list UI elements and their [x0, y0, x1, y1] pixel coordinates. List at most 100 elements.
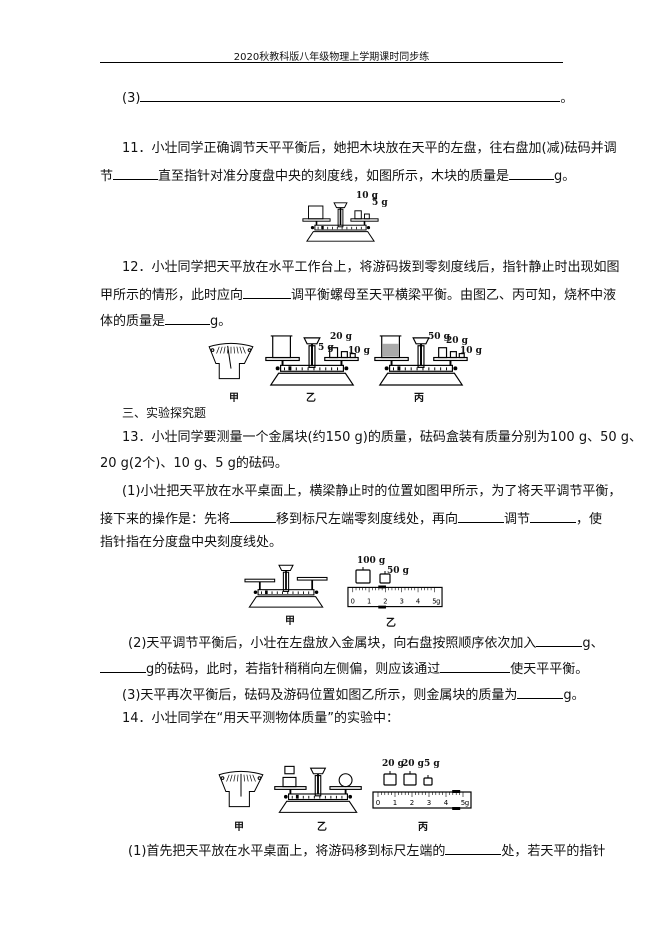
balance-base: [269, 372, 355, 386]
weight-label: 5 g: [424, 759, 440, 769]
text: g、: [582, 636, 604, 651]
q10-part3: (3)。: [122, 88, 573, 107]
q12-line1: 12．小壮同学把天平放在水平工作台上，将游码拨到零刻度线后，指针静止时出现如图: [122, 260, 620, 275]
pointer-head: [412, 337, 430, 345]
object: [338, 773, 353, 788]
q13-line1: 13．小壮同学要测量一个金属块(约150 g)的质量，砝码盒装有质量分别为100…: [122, 430, 643, 445]
balance-figure-q11: [302, 202, 379, 242]
answer-blank[interactable]: [536, 633, 583, 647]
answer-blank[interactable]: [165, 311, 211, 325]
dial-figure-q12: [208, 342, 254, 380]
q13-p1-line3: 指针指在分度盘中央刻度线处。: [100, 535, 283, 550]
weights-q14: [383, 771, 433, 786]
answer-blank[interactable]: [509, 166, 555, 180]
scale-unit: g: [465, 799, 469, 807]
scale-tick-label: 3: [400, 598, 404, 606]
figure-caption: 乙: [386, 618, 396, 629]
page-header: 2020秋教科版八年级物理上学期课时同步练: [233, 52, 430, 63]
figure-caption: 乙: [317, 822, 327, 833]
scale-tick-label: 2: [383, 598, 387, 606]
scale-tick-label: 0: [351, 598, 355, 606]
balance-figure-q12-c: [374, 335, 468, 386]
text: 体的质量是: [100, 314, 166, 329]
pointer-head: [303, 337, 321, 345]
answer-blank[interactable]: [140, 88, 561, 102]
text: 处，若天平的指针: [501, 844, 606, 859]
nut: [314, 590, 319, 595]
text: g的砝码，此时，若指针稍稍向左侧偏，则应该通过: [146, 662, 441, 677]
figure-caption: 丙: [414, 393, 424, 404]
weight: [329, 347, 339, 359]
balance-base: [248, 596, 324, 608]
answer-blank[interactable]: [100, 659, 146, 673]
scale-tick-label: 1: [367, 598, 371, 606]
text: 调平衡螺母至天平横梁平衡。由图乙、丙可知，烧杯中液: [291, 288, 617, 303]
rider: [378, 585, 386, 589]
q11-line1: 11．小壮同学正确调节天平平衡后，她把木块放在天平的左盘，往右盘加(减)砝码并调: [122, 141, 617, 156]
beaker: [270, 335, 293, 359]
answer-blank[interactable]: [530, 509, 577, 523]
left-pan: [244, 578, 276, 583]
scale-tick-label: 4: [444, 799, 449, 807]
text: 调节: [504, 512, 531, 527]
pointer: [227, 345, 232, 369]
pointer-head: [278, 564, 294, 571]
scale-bar: [347, 586, 443, 608]
answer-blank[interactable]: [113, 166, 159, 180]
text: 接下来的操作是：先将: [100, 512, 231, 527]
liquid: [382, 343, 399, 357]
answer-blank[interactable]: [517, 685, 564, 699]
weight-label: 10 g: [348, 346, 370, 356]
weight: [438, 347, 448, 359]
weight: [403, 773, 417, 786]
answer-blank[interactable]: [440, 659, 511, 673]
weight-label: 20 g: [402, 759, 424, 769]
weight: [383, 773, 397, 786]
answer-blank[interactable]: [458, 509, 505, 523]
scale-tick-label: 5: [432, 598, 436, 606]
scale-unit: g: [436, 598, 440, 606]
balance-figure-q12-b: [265, 335, 359, 386]
q12-line2: 甲所示的情形，此时应向调平衡螺母至天平横梁平衡。由图乙、丙可知，烧杯中液: [100, 285, 616, 304]
weight-label: 20 g: [330, 332, 352, 342]
balance-base: [306, 231, 375, 242]
scale-tick-label: 5: [461, 799, 465, 807]
dial-plate: [208, 342, 254, 380]
weight-label: 5 g: [318, 343, 334, 353]
figure-caption: 甲: [229, 393, 239, 404]
text: 直至指针对准分度盘中央的刻度线，如图所示，木块的质量是: [158, 169, 510, 184]
answer-blank[interactable]: [230, 509, 277, 523]
scale-tick-label: 1: [393, 799, 397, 807]
scale-tick-label: 4: [416, 598, 420, 606]
weights-q13: [355, 567, 391, 584]
dial-figure-q14: [218, 770, 264, 808]
nut: [366, 226, 371, 230]
weight: [340, 351, 348, 359]
q14-line1: 14．小壮同学在“用天平测物体质量”的实验中：: [122, 711, 400, 726]
weight-label: 10 g: [356, 191, 378, 201]
weight: [458, 353, 465, 359]
text: (3)天平再次平衡后，砝码及游码位置如图乙所示，则金属块的质量为: [122, 688, 518, 703]
figure-caption: 甲: [285, 616, 295, 627]
figure-caption: 甲: [234, 822, 244, 833]
nut: [453, 366, 458, 371]
weight-label: 5 g: [372, 198, 388, 208]
text: 节: [100, 169, 114, 184]
section-heading: 三、实验探究题: [122, 406, 207, 420]
weight: [349, 353, 356, 359]
weight: [423, 777, 433, 786]
text: 移到标尺左端零刻度线处，再向: [276, 512, 459, 527]
beaker: [379, 335, 402, 359]
text: ，使: [576, 512, 603, 527]
answer-blank[interactable]: [445, 841, 502, 855]
nut: [348, 794, 353, 799]
scale-tick-label: 2: [410, 799, 414, 807]
scale-tick-label: 0: [376, 799, 380, 807]
q13-p1-line1: (1)小壮把天平放在水平桌面上，横梁静止时的位置如图甲所示，为了将天平调节平衡，: [122, 484, 622, 499]
answer-blank[interactable]: [243, 285, 292, 299]
